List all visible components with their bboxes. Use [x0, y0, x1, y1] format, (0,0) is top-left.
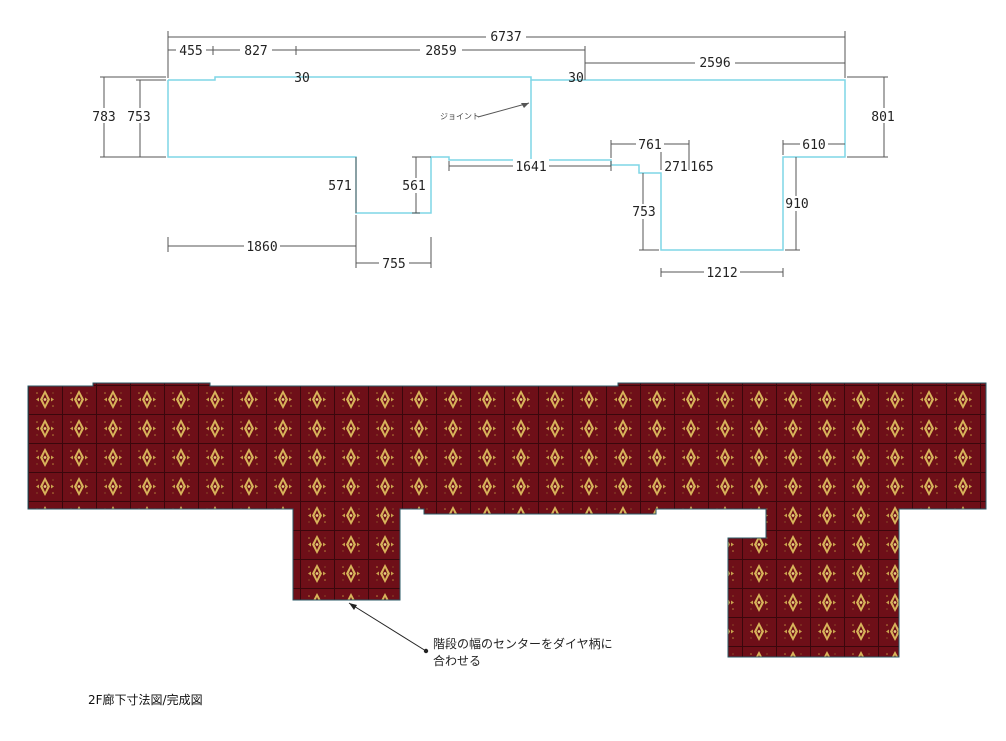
dim-1860: 1860: [246, 240, 277, 255]
carpet-main-corridor: [27, 382, 987, 658]
dim-761: 761: [638, 138, 661, 153]
room-outline: [167, 76, 846, 251]
dim-1641: 1641: [515, 160, 546, 175]
dim-910: 910: [785, 197, 808, 212]
dimension-labels: 6737 455 827 2859 2596 30 30 783 753 801…: [90, 29, 898, 281]
dim-753-left: 753: [127, 110, 150, 125]
dim-1212: 1212: [706, 266, 737, 281]
drawing-caption: 2F廊下寸法図/完成図: [88, 692, 203, 707]
carpet-completed: [27, 382, 987, 658]
joint-label: ジョイント: [440, 112, 480, 121]
dim-827: 827: [244, 44, 267, 59]
dim-561: 561: [402, 179, 425, 194]
dim-30-left: 30: [294, 71, 310, 86]
dim-6737: 6737: [490, 30, 521, 45]
dim-455: 455: [179, 44, 202, 59]
dim-801: 801: [871, 110, 894, 125]
note-line-2: 合わせる: [433, 653, 481, 668]
dim-271: 271: [664, 160, 687, 175]
dim-30-right: 30: [568, 71, 584, 86]
dim-610: 610: [802, 138, 825, 153]
dim-783: 783: [92, 110, 115, 125]
dimension-lines: [100, 31, 888, 277]
dim-2596: 2596: [699, 56, 730, 71]
dim-571: 571: [328, 179, 351, 194]
dim-165: 165: [690, 160, 713, 175]
note-callout: 階段の幅のセンターをダイヤ柄に 合わせる: [348, 602, 613, 668]
dim-755: 755: [382, 257, 405, 272]
dim-2859: 2859: [425, 44, 456, 59]
dim-753-right: 753: [632, 205, 655, 220]
note-line-1: 階段の幅のセンターをダイヤ柄に: [433, 636, 613, 651]
